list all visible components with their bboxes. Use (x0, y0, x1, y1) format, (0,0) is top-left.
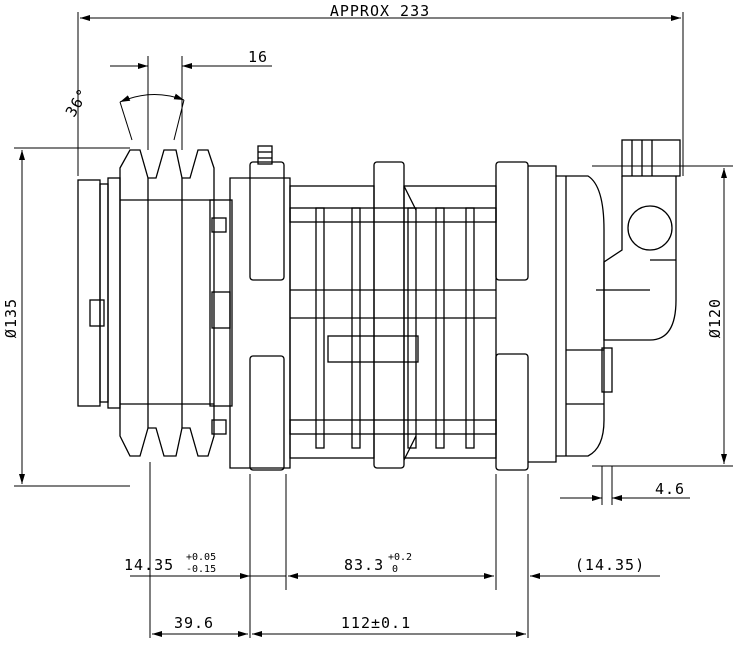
dimension-lines (14, 12, 733, 638)
front-offset-tol-upper: +0.05 (186, 552, 216, 563)
pulley-width-label: 16 (248, 48, 268, 66)
rear-mount-ear-bottom (495, 353, 529, 471)
rear-offset-label: (14.35) (575, 556, 645, 574)
pulley-to-mount-label: 39.6 (174, 614, 214, 632)
overall-length-label: APPROX 233 (330, 2, 430, 20)
compressor-body (229, 139, 681, 471)
mount-spacing-tol-lower: 0 (392, 564, 398, 575)
clutch-front-plate (77, 179, 101, 407)
service-port-cap (621, 139, 681, 177)
groove-angle-label: 36° (62, 85, 93, 120)
rear-mount-ear-top (495, 161, 529, 281)
mount-spacing-tol-upper: +0.2 (388, 552, 412, 563)
mount-offset-label: 4.6 (655, 480, 685, 498)
body-diameter-label: Ø120 (706, 298, 724, 338)
front-mount-ear-bottom (249, 355, 285, 471)
pulley-body (119, 149, 215, 457)
mount-spacing-label: 83.3 (344, 556, 384, 574)
front-offset-tol-lower: -0.15 (186, 564, 216, 575)
pulley-diameter-label: Ø135 (2, 298, 20, 338)
front-offset-label: 14.35 (124, 556, 174, 574)
pulley-assembly (77, 149, 233, 457)
mount-length-label: 112±0.1 (341, 614, 411, 632)
front-mount-ear-top (249, 161, 285, 281)
